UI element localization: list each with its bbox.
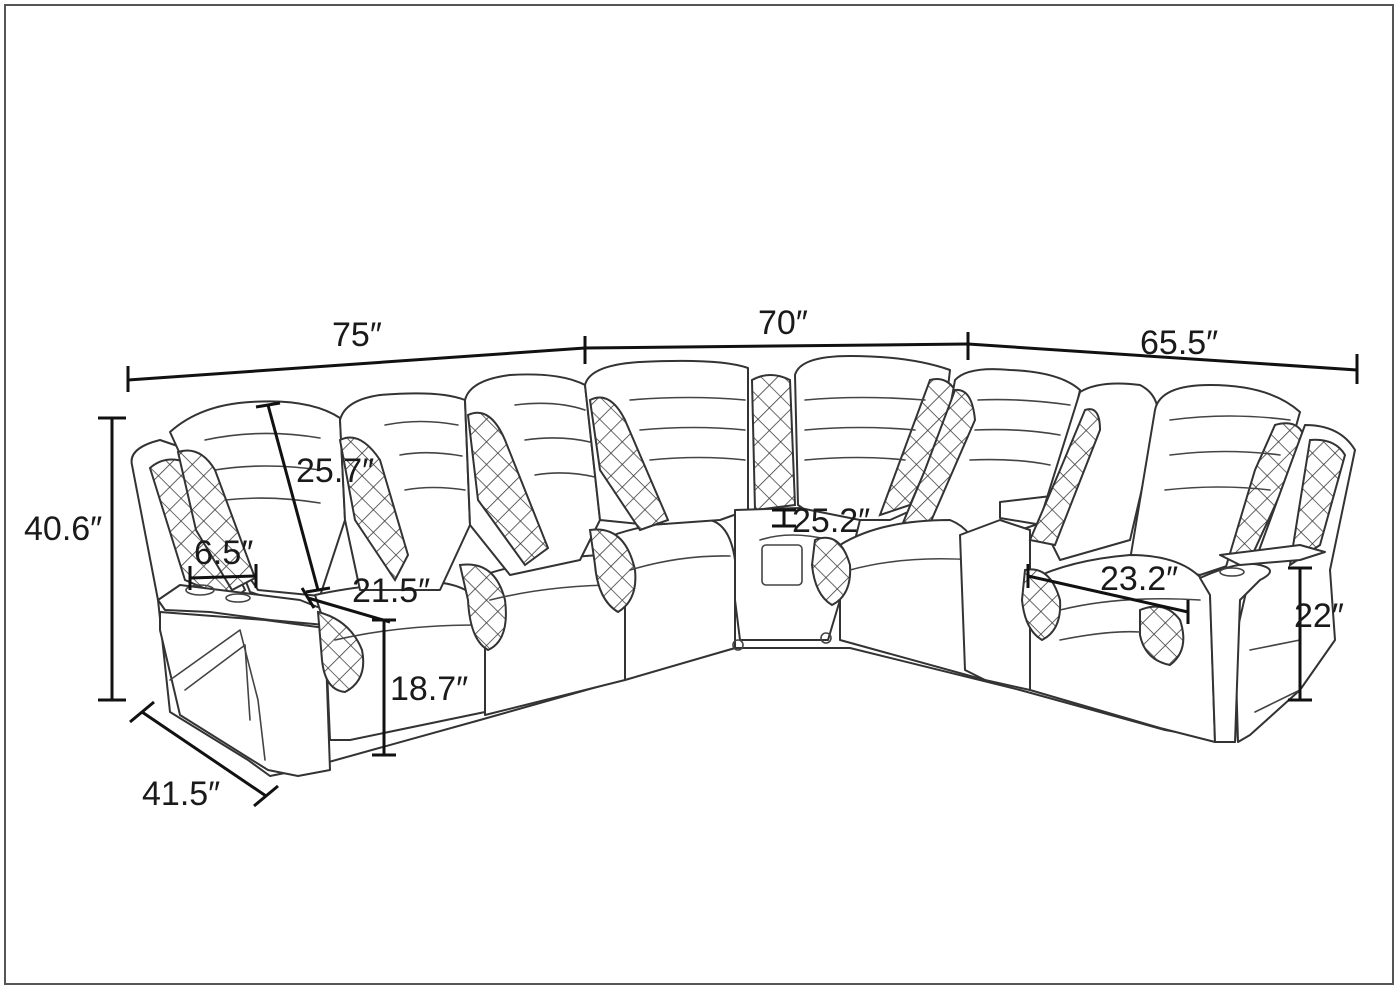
label-width-center: 70″ <box>758 304 808 342</box>
label-width-right: 65.5″ <box>1140 324 1218 362</box>
left-middle-seat <box>338 392 626 716</box>
dim-line-width-center <box>584 342 969 350</box>
left-inner-seat-quilt <box>588 528 637 614</box>
label-height-overall: 40.6″ <box>24 510 102 548</box>
sofa-drawing <box>130 355 1356 777</box>
right-middle-seat <box>1028 382 1160 561</box>
label-cup-holder-width: 6.5″ <box>194 534 253 572</box>
left-recliner-back-quilt <box>176 449 257 592</box>
corner-wedge <box>584 355 960 651</box>
dim-line-cup-holder <box>189 574 257 580</box>
dim-line-seat-width <box>1027 574 1189 614</box>
right-inner-seat <box>810 368 1111 691</box>
label-width-left: 75″ <box>332 316 382 354</box>
left-recliner-front <box>159 611 331 777</box>
image-border <box>4 4 1394 985</box>
right-console <box>959 519 1031 691</box>
right-recliner-arm-quilt <box>1288 438 1347 568</box>
left-middle-back-quilt <box>338 436 410 582</box>
right-recliner <box>1020 384 1356 743</box>
label-arm-height: 22″ <box>1294 597 1344 635</box>
left-inner-seat <box>464 373 736 681</box>
left-cup-holder-2 <box>225 593 251 603</box>
label-depth: 41.5″ <box>142 775 220 813</box>
right-cup-console <box>1219 544 1326 566</box>
dim-line-depth <box>141 710 267 798</box>
right-recliner-seat-quilt <box>1020 568 1062 642</box>
left-recliner <box>130 400 486 777</box>
left-recliner-seat-quilt <box>316 610 365 694</box>
dim-line-width-left <box>127 346 586 382</box>
dim-line-seat-depth <box>307 596 391 624</box>
dim-line-back-height <box>266 404 320 591</box>
dimension-labels: 75″ 70″ 65.5″ 40.6″ 41.5″ 25.7″ 6.5″ 21.… <box>24 304 1344 813</box>
corner-center-quilt <box>750 374 797 512</box>
label-seat-width: 23.2″ <box>1100 560 1178 598</box>
corner-storage <box>761 544 803 586</box>
dim-line-width-right <box>967 342 1358 372</box>
right-middle-back-quilt <box>1028 408 1102 547</box>
left-cup-holder-1 <box>185 584 215 596</box>
label-back-height: 25.7″ <box>296 452 374 490</box>
corner-left-quilt <box>588 396 670 532</box>
dimension-lines <box>98 332 1359 808</box>
left-inner-back-quilt <box>466 411 550 567</box>
right-inner-seat-quilt <box>810 536 852 607</box>
label-corner-seat-depth: 25.2″ <box>792 502 870 540</box>
right-cup-holder <box>1219 567 1245 577</box>
label-seat-depth: 21.5″ <box>352 572 430 610</box>
left-middle-seat-quilt <box>458 563 507 652</box>
label-seat-height: 18.7″ <box>390 670 468 708</box>
